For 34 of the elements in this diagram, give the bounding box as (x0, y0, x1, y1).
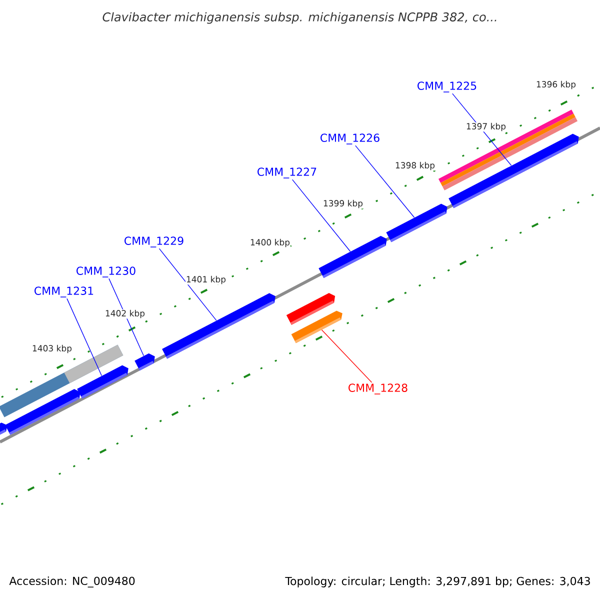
gene-label: CMM_1228 (348, 384, 408, 394)
leader-line (158, 248, 217, 321)
gene-block (386, 204, 448, 242)
scale-label: 1396 kbp (535, 80, 577, 90)
leader-line (66, 298, 102, 376)
gene-label: CMM_1225 (418, 82, 476, 92)
gene-label: CMM_1227 (258, 168, 316, 178)
gene-block (77, 365, 128, 399)
leader-line (321, 330, 372, 383)
scale-label: 1397 kbp (465, 122, 507, 132)
gene-label: CMM_1226 (320, 134, 380, 144)
scale-label: 1401 kbp (185, 275, 227, 285)
leader-line (355, 145, 415, 218)
leader-line (108, 278, 144, 356)
gene-block (0, 422, 8, 436)
footer-text: Topology: circular; Length: 3,297,891 bp; Genes: 3,043 (285, 576, 590, 588)
scale-label: 1399 kbp (322, 199, 364, 209)
gene-block (318, 236, 387, 278)
gene-block (448, 134, 579, 208)
gene-label: CMM_1229 (124, 236, 184, 248)
leader-line (292, 179, 351, 252)
scale-label: 1403 kbp (31, 344, 73, 354)
scale-label: 1400 kbp (249, 238, 291, 248)
gene-block (162, 293, 276, 359)
gene-block (134, 353, 155, 370)
title: Clavibacter michiganensis subsp. michiganensis NCPPB 382, co... (102, 12, 496, 24)
gene-label: CMM_1230 (76, 266, 136, 278)
feature-bar (438, 110, 578, 190)
scale-label: 1398 kbp (394, 161, 436, 171)
scale-label: 1402 kbp (104, 309, 146, 319)
gene-block (291, 310, 342, 344)
footer-text: Accession: NC_009480 (9, 576, 135, 588)
gene-label: CMM_1231 (34, 286, 94, 298)
leader-line (452, 93, 512, 166)
